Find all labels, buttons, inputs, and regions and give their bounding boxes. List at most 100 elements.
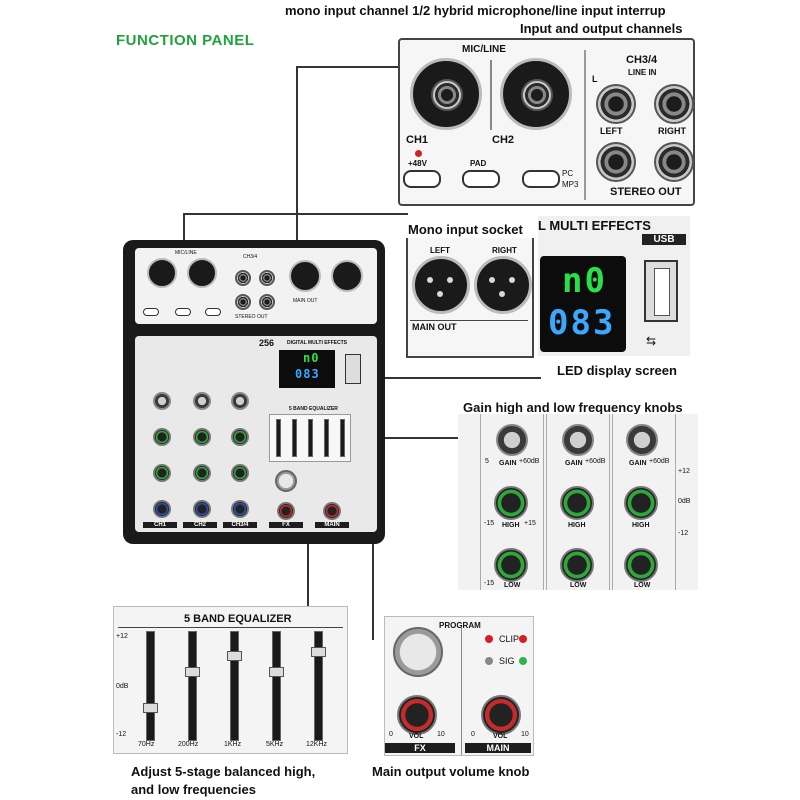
phantom-button[interactable] [403, 170, 441, 188]
device-ch1-jack[interactable] [147, 258, 177, 288]
device-usb-port[interactable] [345, 354, 361, 384]
device-stereo-out-left[interactable] [235, 294, 251, 310]
stereo-out-left-jack[interactable] [596, 142, 636, 182]
eq-fader-70hz[interactable] [146, 631, 155, 741]
channel-strip [612, 414, 676, 590]
main-out-left-xlr[interactable] [412, 256, 470, 314]
device-phantom-button[interactable] [143, 308, 159, 316]
low-knob-ch2[interactable] [560, 548, 594, 582]
top-caption: mono input channel 1/2 hybrid microphone… [285, 3, 666, 18]
program-knob[interactable] [393, 627, 443, 677]
high-label: HIGH [568, 522, 586, 529]
channel-strip [480, 414, 544, 590]
device-stereo-out-label: STEREO OUT [235, 314, 268, 320]
divider [584, 50, 586, 200]
gain-knob-ch2[interactable] [562, 424, 594, 456]
eq-fader-cap[interactable] [185, 667, 200, 677]
device-ch3-jack[interactable] [235, 270, 251, 286]
main-out-label: MAIN OUT [412, 322, 457, 332]
device-low-knob[interactable] [193, 464, 211, 482]
high-knob-ch1[interactable] [494, 486, 528, 520]
eq-fader-cap[interactable] [143, 703, 158, 713]
mono-socket-caption: Mono input socket [408, 222, 523, 237]
device-vol-knob[interactable] [153, 500, 171, 518]
ch3-line-jack[interactable] [596, 84, 636, 124]
eq-fader-5khz[interactable] [272, 631, 281, 741]
clip-led [485, 635, 493, 643]
device-low-knob[interactable] [231, 464, 249, 482]
gain-knob-ch34[interactable] [626, 424, 658, 456]
device-fx-vol-knob[interactable] [277, 502, 295, 520]
eq-fader-200hz[interactable] [188, 631, 197, 741]
eq-fader-12khz[interactable] [314, 631, 323, 741]
top-caption-2: Input and output channels [520, 21, 683, 36]
device-ch34-label: CH3/4 [243, 254, 258, 260]
gain-panel-caption: Gain high and low frequency knobs [463, 400, 683, 415]
main-out-right-xlr[interactable] [474, 256, 532, 314]
eq-fader-1khz[interactable] [230, 631, 239, 741]
gain-knob-ch1[interactable] [496, 424, 528, 456]
device-display-bottom: 083 [295, 367, 320, 381]
device-high-knob[interactable] [153, 428, 171, 446]
fx-vol-max: 10 [437, 731, 445, 738]
device-low-knob[interactable] [153, 464, 171, 482]
clip-label: CLIP [499, 634, 520, 644]
stereo-out-label: STEREO OUT [610, 186, 682, 198]
device-ch4-jack[interactable] [259, 270, 275, 286]
usb-label: USB [642, 234, 686, 245]
device-high-knob[interactable] [193, 428, 211, 446]
device-main-vol-knob[interactable] [323, 502, 341, 520]
device-high-knob[interactable] [231, 428, 249, 446]
fx-label: FX [385, 743, 455, 753]
ch2-combo-jack[interactable] [500, 58, 572, 130]
stereo-out-right-jack[interactable] [654, 142, 694, 182]
usb-icon: ⇆ [646, 334, 657, 348]
connector-line [372, 530, 374, 640]
line-in-label: LINE IN [628, 68, 657, 77]
connector-line [307, 500, 309, 620]
connector-line [384, 377, 541, 379]
device-pad-button[interactable] [175, 308, 191, 316]
usb-port[interactable] [644, 260, 678, 322]
device-program-knob[interactable] [275, 470, 297, 492]
device-gain-knob[interactable] [153, 392, 171, 410]
eq-band-label: 70Hz [138, 741, 155, 748]
ch4-line-jack[interactable] [654, 84, 694, 124]
main-vol-knob[interactable] [481, 695, 521, 735]
device-stereo-out-right[interactable] [259, 294, 275, 310]
clip-led-2 [519, 635, 527, 643]
display-top-value: n0 [562, 261, 607, 301]
high-knob-ch2[interactable] [560, 486, 594, 520]
device-vol-knob[interactable] [231, 500, 249, 518]
device-gain-knob[interactable] [231, 392, 249, 410]
device-vol-knob[interactable] [193, 500, 211, 518]
device-gain-knob[interactable] [193, 392, 211, 410]
pad-button[interactable] [462, 170, 500, 188]
ch2-label: CH2 [492, 134, 515, 146]
device-model: 256 [259, 338, 275, 348]
pc-label: PC [562, 169, 574, 178]
phantom-label: +48V [408, 159, 427, 168]
volume-panel: PROGRAM CLIP SIG 0 VOL 10 FX 0 VOL 10 MA… [384, 616, 534, 756]
eq-fader-cap[interactable] [269, 667, 284, 677]
eq-scale-bottom: -12 [116, 731, 127, 738]
device-pc-mp3-button[interactable] [205, 308, 221, 316]
low-knob-ch34[interactable] [624, 548, 658, 582]
gain-max-label: +60dB [649, 458, 670, 465]
device-main-out-right[interactable] [331, 260, 363, 292]
display-bottom-value: 083 [548, 303, 616, 343]
device-main-out-left[interactable] [289, 260, 321, 292]
fx-vol-knob[interactable] [397, 695, 437, 735]
eq-fader-cap[interactable] [311, 647, 326, 657]
low-knob-ch1[interactable] [494, 548, 528, 582]
high-knob-ch34[interactable] [624, 486, 658, 520]
pc-mp3-button[interactable] [522, 170, 560, 188]
gain-min-label: 5 [485, 458, 489, 465]
low-label: LOW [634, 582, 651, 589]
ch1-combo-jack[interactable] [410, 58, 482, 130]
gain-panel: 5 GAIN +60dB GAIN +60dB GAIN +60dB -15 H… [458, 414, 698, 590]
connector-line [183, 213, 185, 243]
eq-fader-cap[interactable] [227, 651, 242, 661]
divider [410, 320, 528, 321]
device-ch2-jack[interactable] [187, 258, 217, 288]
